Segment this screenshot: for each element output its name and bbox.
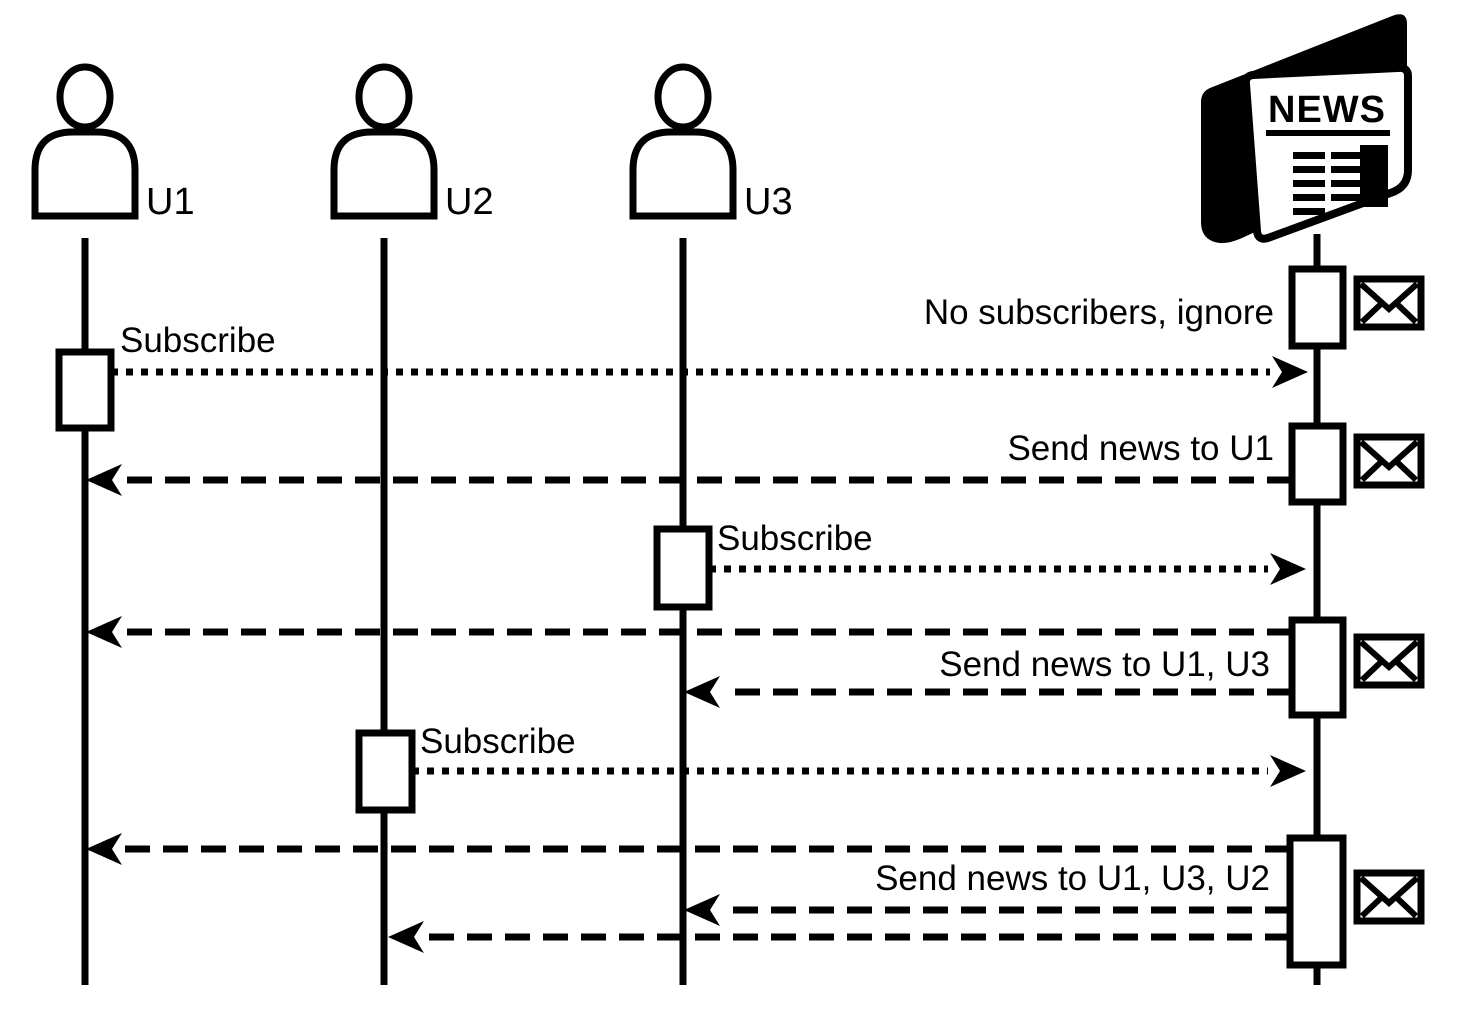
message-send-news-u1: Send news to U1	[86, 429, 1292, 496]
message-label-send3: Send news to U1, U3, U2	[875, 859, 1270, 898]
activation-u1	[55, 348, 115, 432]
envelope-icon-4	[1357, 873, 1421, 921]
message-label-subscribe-u2: Subscribe	[420, 722, 576, 761]
arrowhead-send2-u1	[86, 616, 122, 648]
arrowhead-send2-u3	[684, 676, 720, 708]
activation-news-1	[1288, 265, 1347, 350]
arrowhead-send3-u2	[388, 921, 424, 953]
arrowhead-subscribe-u3	[1270, 553, 1306, 585]
activation-news-3	[1288, 616, 1347, 719]
actor-label-u3: U3	[744, 181, 793, 223]
message-label-send2: Send news to U1, U3	[939, 645, 1270, 684]
actor-label-u2: U2	[445, 181, 494, 223]
arrowhead-send-u1	[86, 464, 122, 496]
note-no-subscribers: No subscribers, ignore	[924, 293, 1274, 332]
newspaper-title: NEWS	[1268, 89, 1386, 131]
activation-news-4	[1286, 834, 1347, 969]
actor-label-u1: U1	[146, 181, 195, 223]
message-send-news-u1-u3-u2: Send news to U1, U3, U2	[86, 833, 1290, 953]
message-label-subscribe-u3: Subscribe	[717, 519, 873, 558]
activation-u3	[653, 525, 713, 611]
message-send-news-u1-u3: Send news to U1, U3	[86, 616, 1292, 708]
message-subscribe-u3: Subscribe	[709, 519, 1306, 585]
user-icon-u3	[633, 67, 733, 216]
user-icon-u1	[35, 67, 135, 216]
activation-u2	[355, 729, 416, 814]
envelope-icon-1	[1357, 279, 1421, 327]
envelope-icon-2	[1357, 437, 1421, 485]
envelope-icon-3	[1357, 637, 1421, 685]
arrowhead-send3-u1	[86, 833, 122, 865]
message-subscribe-u1: Subscribe	[111, 321, 1308, 388]
user-icon-u2	[334, 67, 434, 216]
arrowhead-send3-u3	[684, 894, 720, 926]
message-subscribe-u2: Subscribe	[412, 722, 1306, 787]
arrowhead-subscribe-u2	[1270, 755, 1306, 787]
arrowhead-subscribe-u1	[1272, 356, 1308, 388]
message-label-send-u1: Send news to U1	[1007, 429, 1274, 468]
newspaper-icon: NEWS	[1201, 14, 1412, 244]
activation-news-2	[1288, 422, 1347, 506]
message-label-subscribe-u1: Subscribe	[120, 321, 276, 360]
